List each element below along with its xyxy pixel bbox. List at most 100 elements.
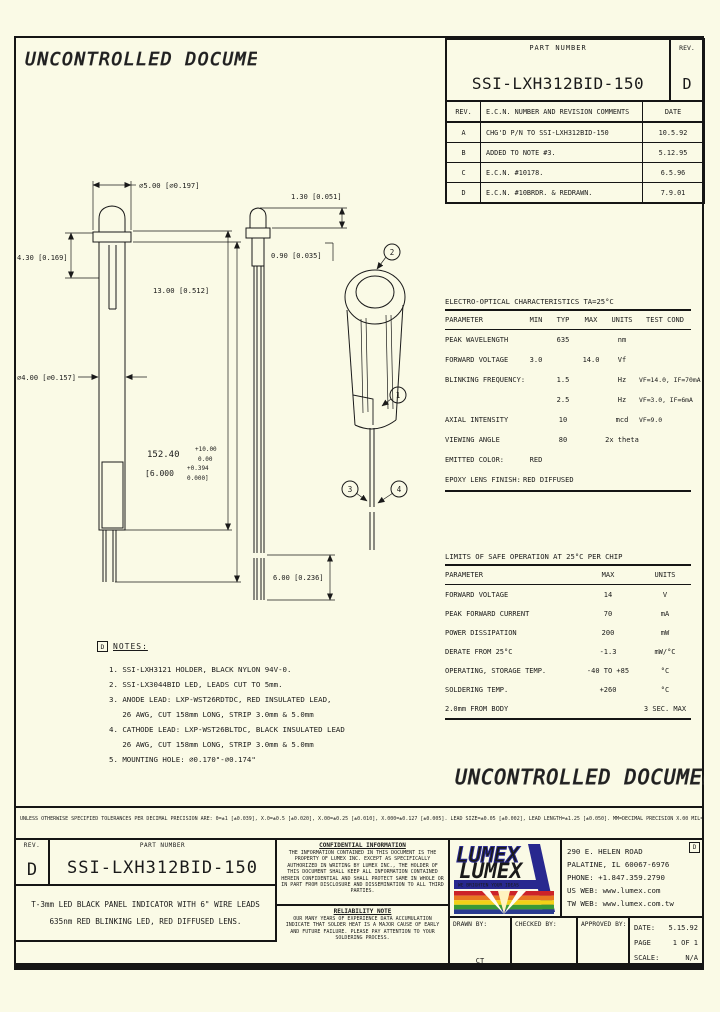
rev-a: A xyxy=(447,123,481,142)
eo-cell: 2x theta xyxy=(605,436,639,444)
wire-leads-side xyxy=(253,266,265,553)
iso-body-left xyxy=(346,309,356,426)
eo-cell: VF=3.0, IF=6mA xyxy=(639,396,693,404)
eo-table-header: PARAMETER MIN TYP MAX UNITS TEST COND xyxy=(445,311,691,330)
lim-cell: 3 SEC. MAX xyxy=(643,704,687,713)
eo-h-parameter: PARAMETER xyxy=(445,316,483,324)
limits-table-header: PARAMETER MAX UNITS xyxy=(445,566,691,585)
eo-cell: Vf xyxy=(617,356,627,364)
iso-dome-outline xyxy=(344,269,406,325)
lim-cell: +260 xyxy=(599,685,617,694)
eo-cell: 3.0 xyxy=(529,356,543,364)
eo-h-units: UNITS xyxy=(611,316,633,324)
rev-label: REV. xyxy=(679,44,695,52)
lim-cell: 70 xyxy=(603,609,613,618)
rev-b: B xyxy=(447,143,481,162)
balloon-2 xyxy=(383,243,401,261)
confidential-title: CONFIDENTIAL INFORMATION xyxy=(319,842,406,849)
balloon-1 xyxy=(389,386,407,404)
dim-head-height: 4.30 [0.169] xyxy=(17,254,68,262)
tolerance-strip: UNLESS OTHERWISE SPECIFIED TOLERANCES PE… xyxy=(20,816,702,822)
address-city: PALATINE, IL 60067-6976 xyxy=(567,860,670,869)
body-slot xyxy=(108,245,117,310)
checked-by-cell: CHECKED BY: xyxy=(512,918,578,968)
eo-cell: 80 xyxy=(558,436,568,444)
title-pn-label: PART NUMBER xyxy=(139,842,186,849)
eo-cell: 14.0 xyxy=(582,356,600,364)
eo-cell: FORWARD VOLTAGE xyxy=(445,356,509,364)
lim-row: SOLDERING TEMP. +260 °C xyxy=(445,680,691,699)
notes-title: NOTES: xyxy=(113,642,148,651)
eo-row: EPOXY LENS FINISH:RED DIFFUSED xyxy=(445,470,691,490)
rev-value: D xyxy=(682,75,692,93)
eo-cell: 635 xyxy=(556,336,570,344)
balloon-4-label: 4 xyxy=(397,485,402,494)
scale-value: N/A xyxy=(685,954,698,962)
title-rev-label: REV. xyxy=(23,842,41,849)
address-tw-web: TW WEB: www.lumex.com.tw xyxy=(567,899,674,908)
revision-row: A CHG'D P/N TO SSI-LXH312BID-150 10.5.92 xyxy=(447,123,703,143)
dim-dome-tip: 1.30 [0.051] xyxy=(291,193,342,201)
lim-cell: °C xyxy=(660,685,670,694)
page-value: 1 OF 1 xyxy=(672,939,698,947)
revision-row: D E.C.N. #10BRDR. & REDRAWN. 7.9.01 xyxy=(447,183,703,202)
revision-table-header: REV. E.C.N. NUMBER AND REVISION COMMENTS… xyxy=(447,102,703,123)
eo-cell: AXIAL INTENSITY xyxy=(445,416,509,424)
eo-cell: nm xyxy=(617,336,627,344)
rev-a-date: 10.5.92 xyxy=(658,128,688,137)
lim-cell: mW xyxy=(660,628,670,637)
watermark-top-text: UNCONTROLLED DOCUMENT xyxy=(25,49,257,70)
part-number-table: PART NUMBER SSI-LXH312BID-150 REV. D REV… xyxy=(445,38,705,204)
eo-cell: 2.5 xyxy=(556,396,570,404)
date-label: DATE: xyxy=(634,924,656,932)
watermark-bottom: UNCONTROLLED DOCUMENT xyxy=(455,765,704,790)
rev-flag-box: D xyxy=(97,641,108,652)
rev-d: D xyxy=(447,183,481,202)
logo-wordmark: LUMEX xyxy=(459,859,524,883)
page-label: PAGE xyxy=(634,939,651,947)
description-cell: T-3mm LED BLACK PANEL INDICATOR WITH 6" … xyxy=(16,886,277,942)
eo-cell: EPOXY LENS FINISH: xyxy=(445,476,521,484)
reliability-title: RELIABILITY NOTE xyxy=(333,908,392,915)
sheet-border-frame xyxy=(14,36,704,970)
led-dome-side xyxy=(249,207,267,228)
lim-cell: °C xyxy=(660,666,670,675)
title-rev-cell: REV. D xyxy=(16,840,50,886)
lim-cell: mW/°C xyxy=(654,647,676,656)
balloon-2-label: 2 xyxy=(390,248,395,257)
rev-c-comment: E.C.N. #10178. xyxy=(481,163,643,182)
address-phone: PHONE: +1.847.359.2790 xyxy=(567,873,665,882)
revision-row: C E.C.N. #10178. 6.5.96 xyxy=(447,163,703,183)
dim-body-dia: ∅4.00 [∅0.157] xyxy=(17,374,76,382)
scale-label: SCALE: xyxy=(634,954,660,962)
dim-wire-len-mm: 152.40 xyxy=(147,450,180,460)
watermark-top: UNCONTROLLED DOCUMENT xyxy=(25,49,257,71)
flange-side xyxy=(245,227,271,239)
balloon-3 xyxy=(341,480,359,498)
body-base xyxy=(101,461,124,529)
eo-row: EMITTED COLOR:RED xyxy=(445,450,691,470)
divider-rule xyxy=(14,806,704,808)
eo-row: FORWARD VOLTAGE 3.0 14.0 Vf xyxy=(445,350,691,370)
lim-cell: POWER DISSIPATION xyxy=(445,628,517,637)
eo-cell: RED xyxy=(529,456,543,464)
note-2: 2. SSI-LX3044BID LED, LEADS CUT TO 5mm. xyxy=(109,680,283,689)
lim-cell: SOLDERING TEMP. xyxy=(445,685,509,694)
lim-h-units: UNITS xyxy=(654,571,676,579)
watermark-bottom-text: UNCONTROLLED DOCUMENT xyxy=(455,765,704,789)
dim-wire-in-tol-bot: 0.000] xyxy=(187,475,209,482)
eo-cell: Hz xyxy=(617,376,627,384)
eo-cell: VF=14.0, IF=70mA xyxy=(639,376,701,384)
limits-table: LIMITS OF SAFE OPERATION AT 25°C PER CHI… xyxy=(445,552,691,720)
reliability-body: OUR MANY YEARS OF EXPERIENCE DATA ACCUMU… xyxy=(285,916,440,942)
eo-h-test: TEST COND xyxy=(646,316,684,324)
lim-cell: PEAK FORWARD CURRENT xyxy=(445,609,530,618)
holder-flange xyxy=(92,231,132,243)
logo-rainbow xyxy=(454,891,554,914)
